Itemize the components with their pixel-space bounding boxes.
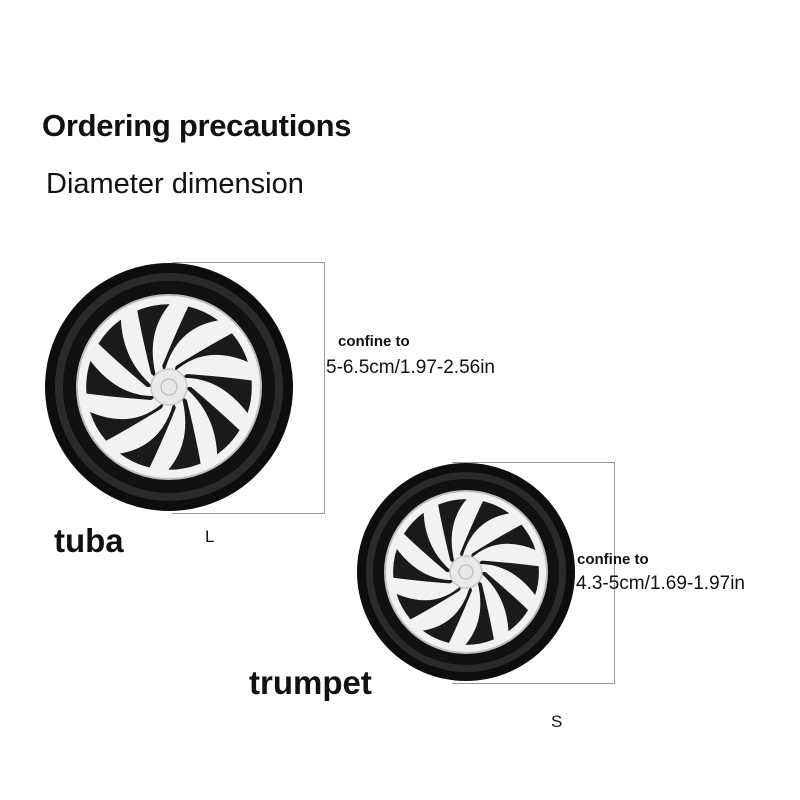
hub-slot (119, 401, 176, 468)
small-wheel-confine-label: confine to (577, 551, 649, 568)
large-wheel-dimension-bracket (172, 262, 325, 514)
hub-slot (168, 396, 201, 470)
hub-slot (477, 560, 539, 596)
large-wheel-dimension: 5-6.5cm/1.97-2.56in (326, 357, 495, 378)
hub-slot (465, 579, 494, 645)
hub-slot (90, 401, 165, 441)
small-wheel-name: trumpet (249, 664, 372, 701)
small-wheel-image (357, 463, 575, 681)
hub-slot (162, 306, 219, 373)
hub-slot (438, 499, 467, 565)
hub-slot (459, 501, 510, 560)
large-wheel-confine-label: confine to (338, 333, 410, 350)
hub-slot (479, 572, 529, 632)
large-wheel-image (45, 263, 293, 511)
hub-slot (403, 512, 453, 572)
hub-slot (470, 524, 536, 560)
hub-slot (393, 548, 455, 584)
hub-slot (396, 584, 462, 620)
page-subtitle: Diameter dimension (46, 168, 304, 200)
hub-slot (184, 387, 240, 455)
hub-slot (422, 584, 473, 643)
small-wheel-dimension-bracket (452, 462, 615, 684)
small-wheel-dimension: 4.3-5cm/1.69-1.97in (576, 573, 745, 594)
hub-slot (181, 374, 252, 414)
hub-slot (173, 333, 248, 373)
hub-slot (137, 304, 170, 378)
large-wheel-name: tuba (54, 522, 124, 559)
hub-slot (98, 319, 154, 387)
large-wheel-size: L (205, 527, 215, 546)
small-wheel-size: S (551, 712, 563, 731)
hub-slot (86, 360, 157, 400)
page-title: Ordering precautions (42, 108, 352, 143)
